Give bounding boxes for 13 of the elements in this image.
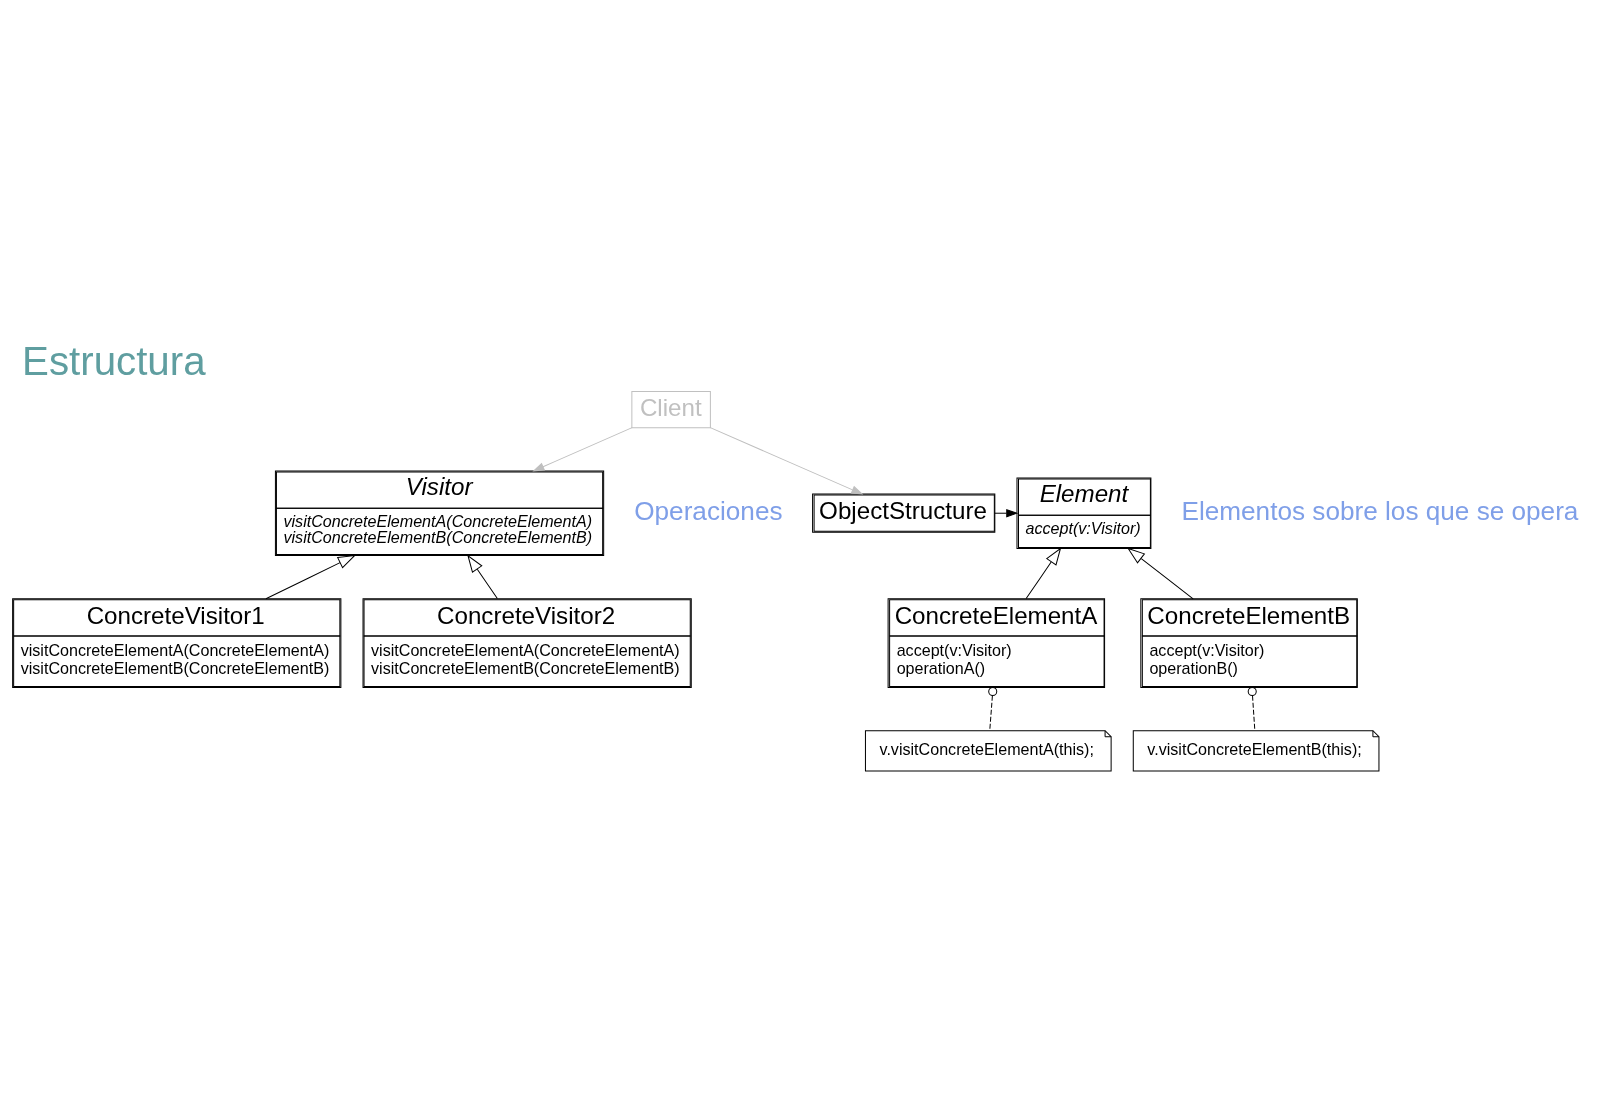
arrow [467,554,498,600]
arrow [532,427,633,472]
label: Elementos sobre los que se opera [1181,495,1579,526]
node-box: Client [631,390,711,429]
arrow [994,508,1019,518]
connector [988,686,998,732]
arrow [1025,547,1062,600]
label: Operaciones [634,495,783,526]
diagram-title: Estructura [22,339,206,385]
arrow [265,554,356,600]
connector [1247,686,1257,732]
arrow [709,427,864,495]
arrow [1127,547,1194,600]
